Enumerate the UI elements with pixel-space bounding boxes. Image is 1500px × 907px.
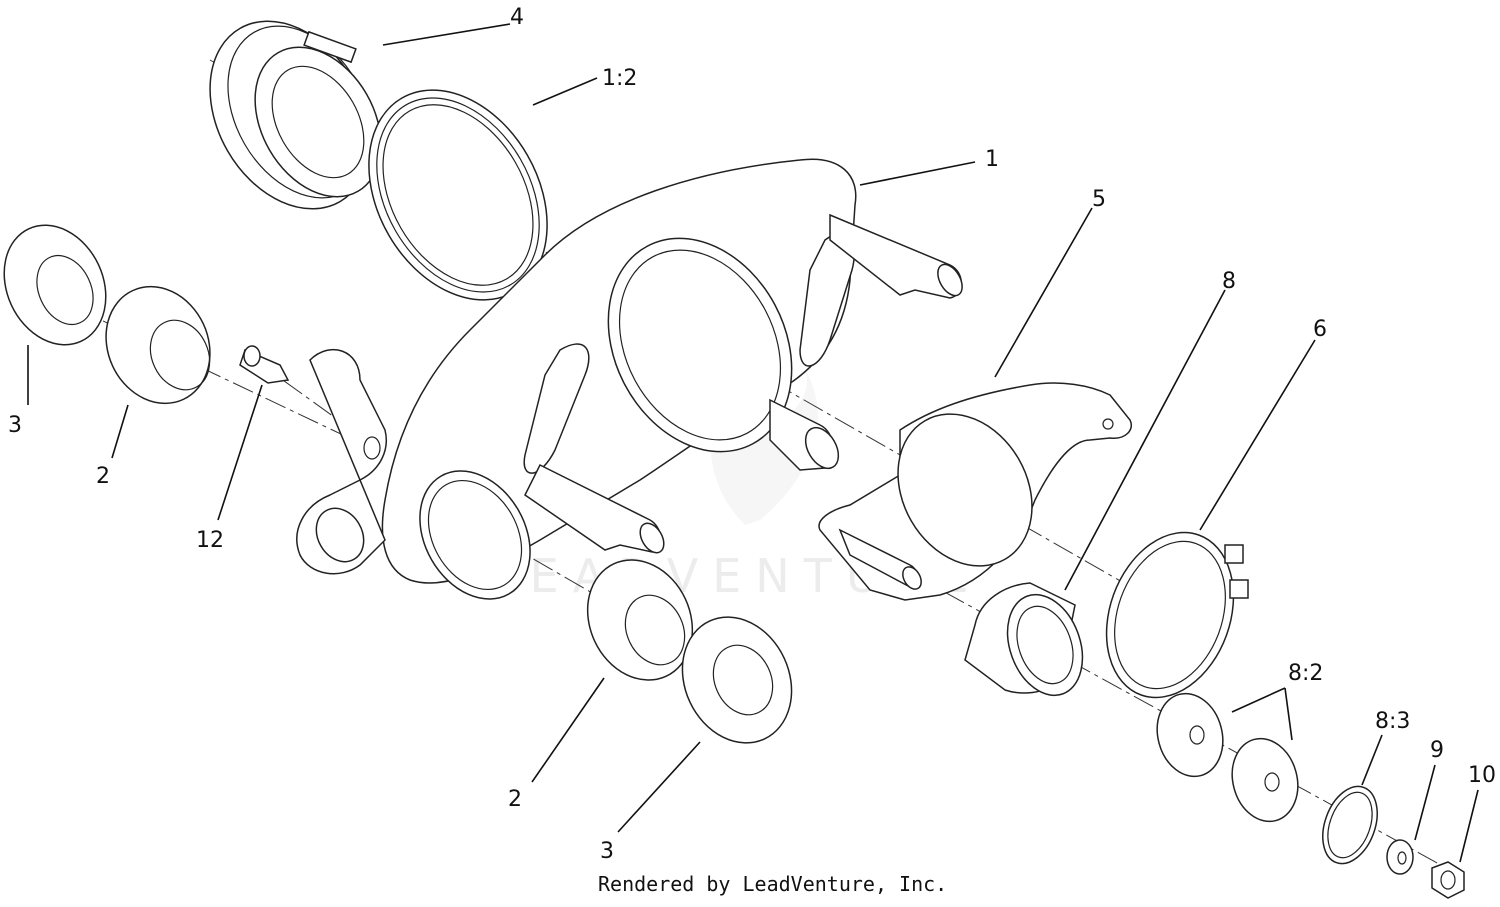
callout-10: 10: [1468, 763, 1496, 788]
part-9-washer: [1386, 839, 1414, 875]
part-5-mount-bracket: [818, 382, 1132, 601]
part-2-bearing-upper: [105, 285, 211, 405]
callout-6: 6: [1313, 317, 1327, 342]
part-4-threaded-cap: [209, 20, 382, 210]
part-3-seal-lower: [681, 616, 793, 744]
part-1-bracket-plate: [296, 158, 963, 600]
part-1-2-seal-ring: [368, 89, 548, 301]
part-10-nut: [1431, 861, 1465, 899]
leader-lines: [27, 23, 1479, 863]
callout-4: 4: [510, 5, 524, 30]
callout-2-lower: 2: [508, 787, 522, 812]
callout-8-3: 8:3: [1375, 709, 1410, 734]
callout-3-upper: 3: [8, 413, 22, 438]
part-12-grease-fitting: [239, 345, 290, 384]
callout-12: 12: [196, 528, 224, 553]
callout-1: 1: [985, 147, 999, 172]
part-3-seal-upper: [3, 224, 107, 346]
callout-8: 8: [1222, 269, 1236, 294]
part-2-bearing-lower: [586, 559, 694, 681]
callout-5: 5: [1092, 187, 1106, 212]
part-8-2-spacers: [1156, 692, 1299, 823]
render-credit: Rendered by LeadVenture, Inc.: [598, 872, 948, 896]
callout-8-2: 8:2: [1288, 661, 1323, 686]
part-8-3-retaining-ring: [1322, 785, 1378, 865]
callout-3-lower: 3: [600, 839, 614, 864]
callout-2-upper: 2: [96, 464, 110, 489]
callout-1-2: 1:2: [602, 66, 637, 91]
callout-labels: 4 1:2 1 5 8 6 3 2 12 8:2 8:3 9 10 2 3: [8, 5, 1496, 864]
callout-9: 9: [1430, 738, 1444, 763]
part-8-spring: [964, 582, 1084, 697]
part-6-snap-ring: [1105, 531, 1249, 699]
